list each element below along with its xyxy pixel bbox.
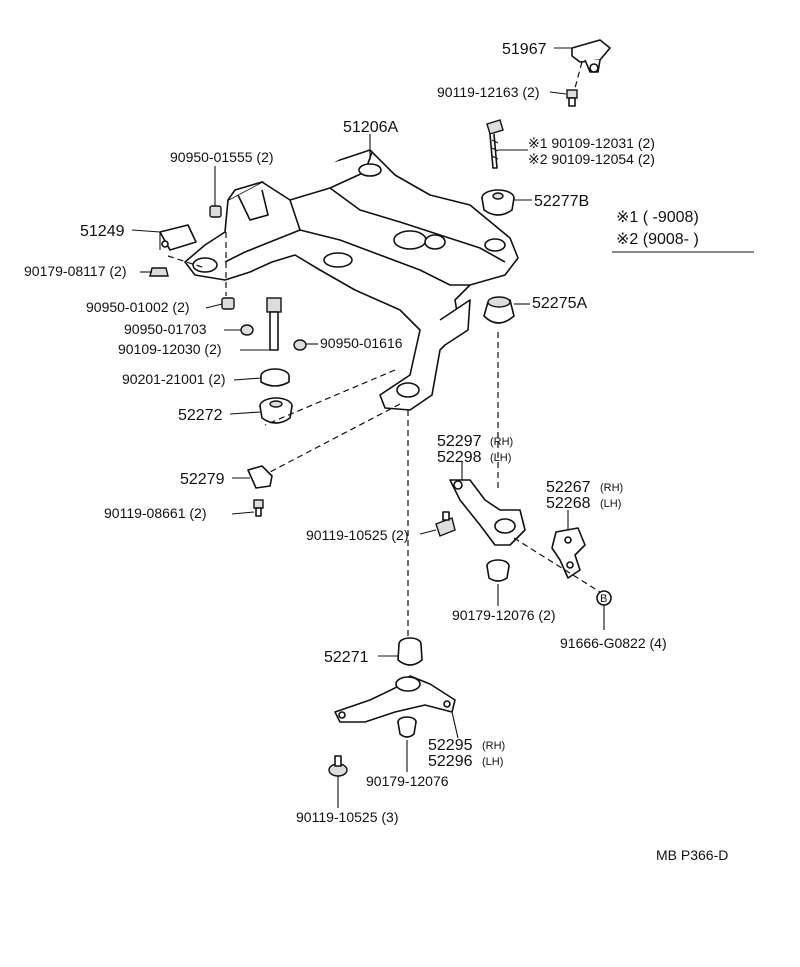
bushing-52275a: [483, 296, 515, 324]
bolt-90109-12030: [266, 297, 282, 351]
legend-row-1: ※1 ( -9008): [616, 209, 699, 226]
label-52268: 52268: [546, 495, 591, 512]
bracket-51249: [159, 224, 197, 251]
link-52297-52298: [449, 479, 526, 546]
nut-90179-12076-a: [486, 559, 510, 582]
mount-52271: [397, 637, 423, 666]
label-90109-12054: ※2 90109-12054 (2): [528, 151, 655, 167]
nut-90950-01002: [221, 297, 235, 310]
label-90119-08661: 90119-08661 (2): [104, 505, 206, 521]
reference-circle-b: B: [596, 590, 612, 606]
label-52295-side: (RH): [482, 740, 505, 752]
legend-row-2: ※2 (9008- ): [616, 231, 699, 248]
nut-90950-01616: [293, 339, 307, 351]
label-52267-side: (RH): [600, 482, 623, 494]
label-90179-12076-a: 90179-12076 (2): [452, 607, 556, 623]
label-52268-side: (LH): [600, 498, 621, 510]
label-90109-12030: 90109-12030 (2): [118, 341, 222, 357]
label-52296-side: (LH): [482, 756, 503, 768]
nut-90950-01555: [209, 205, 222, 218]
label-90201-21001: 90201-21001 (2): [122, 371, 226, 387]
label-52297-side: (RH): [490, 436, 513, 448]
bushing-52277b: [481, 189, 515, 216]
leader-lines: [131, 47, 605, 808]
label-52297: 52297: [437, 433, 482, 450]
bolt-90119-10525-a: [435, 511, 456, 537]
screw-90109: [486, 119, 504, 169]
nut-90950-01703: [240, 324, 254, 336]
label-90950-01616: 90950-01616: [320, 335, 403, 351]
nut-90179-12076-b: [397, 716, 417, 738]
lower-arm-52295-52296: [334, 675, 456, 723]
label-51206a: 51206A: [343, 119, 398, 136]
dashed-guide: [269, 403, 401, 473]
label-52275a: 52275A: [532, 295, 587, 312]
label-52277b: 52277B: [534, 193, 589, 210]
label-90950-01555: 90950-01555 (2): [170, 149, 274, 165]
crossmember-frame: [184, 149, 519, 411]
bracket-52279: [247, 465, 273, 517]
label-52295: 52295: [428, 737, 473, 754]
dashed-guide: [574, 61, 583, 89]
label-90119-10525-a: 90119-10525 (2): [306, 527, 408, 543]
bracket-51967: [571, 39, 611, 73]
label-90950-01703: 90950-01703: [124, 321, 207, 337]
label-51967: 51967: [502, 41, 547, 58]
nut-90179-08117: [149, 267, 169, 277]
ref-b-text: B: [600, 593, 607, 605]
label-90179-12076-b: 90179-12076: [366, 773, 449, 789]
legend: ※1 ( -9008) ※2 (9008- ): [616, 209, 699, 248]
label-90179-08117: 90179-08117 (2): [24, 263, 126, 279]
label-52271: 52271: [324, 649, 369, 666]
bracket-52267-52268: [551, 527, 586, 579]
label-52279: 52279: [180, 471, 225, 488]
figure-code: MB P366-D: [656, 847, 728, 863]
label-52272: 52272: [178, 407, 223, 424]
dashed-guide: [513, 537, 601, 593]
part-labels: 51967 90119-12163 (2) 51206A ※1 90109-12…: [24, 41, 667, 825]
label-52298-side: (LH): [490, 452, 511, 464]
washer-90201-21001: [260, 368, 290, 387]
label-91666-g0822: 91666-G0822 (4): [560, 635, 667, 651]
label-52267: 52267: [546, 479, 591, 496]
label-51249: 51249: [80, 223, 125, 240]
label-90950-01002: 90950-01002 (2): [86, 299, 190, 315]
dashed-guide: [264, 369, 396, 426]
bolt-90119-12163: [566, 89, 578, 107]
label-90119-10525-b: 90119-10525 (3): [296, 809, 398, 825]
label-90119-12163: 90119-12163 (2): [437, 84, 539, 100]
label-52296: 52296: [428, 753, 473, 770]
mount-52272: [259, 397, 293, 424]
label-52298: 52298: [437, 449, 482, 466]
dashed-guide: [167, 255, 206, 269]
bolt-90119-10525-b: [328, 755, 348, 777]
label-90109-12031: ※1 90109-12031 (2): [528, 135, 655, 151]
